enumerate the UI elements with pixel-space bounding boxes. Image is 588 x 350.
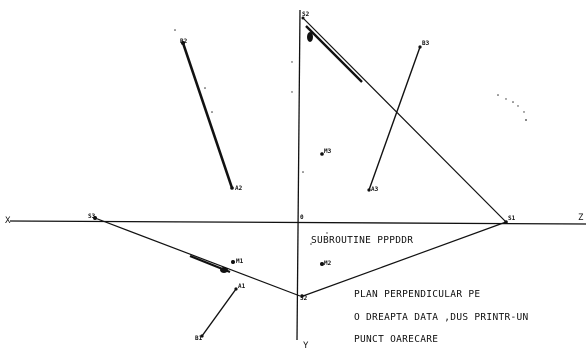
speck (525, 119, 527, 121)
speck (211, 111, 213, 113)
point-s1-mark (504, 220, 508, 224)
line-b1-a1 (201, 288, 237, 337)
label-m3: M3 (324, 148, 332, 155)
subroutine-title: SUBROUTINE PPPDDR (311, 235, 413, 246)
x-axis-label: X (5, 216, 11, 226)
description-line-1: PLAN PERPENDICULAR PE (354, 289, 480, 300)
point-m1-blot (220, 267, 228, 273)
line-b2-a2 (181, 42, 234, 189)
label-m1: M1 (236, 258, 244, 265)
label-a1: A1 (238, 283, 246, 290)
y-axis-label: Y (303, 341, 309, 350)
point-b3-mark (418, 45, 422, 49)
speck (512, 101, 514, 103)
z-axis-label: Z (578, 213, 584, 223)
point-a1-mark (234, 287, 238, 291)
vertical-axis (296, 9, 301, 341)
point-s-mark (300, 294, 304, 298)
speck (302, 171, 304, 173)
label-m2: M2 (324, 260, 332, 267)
label-a2: A2 (235, 185, 243, 192)
description-line-3: PUNCT OARECARE (354, 334, 438, 345)
point-a3-mark (367, 188, 371, 192)
speck (517, 105, 519, 107)
origin-label: 0 (300, 214, 304, 221)
label-b1: B1 (195, 335, 203, 342)
speck (204, 87, 206, 89)
point-s2-blot (307, 32, 313, 42)
speck (310, 243, 312, 245)
label-b2: B2 (180, 38, 188, 45)
description-line-2: O DREAPTA DATA ,DUS PRINTR-UN (354, 312, 529, 323)
speck (523, 111, 525, 113)
label-s: S2 (300, 295, 308, 302)
label-a3: A3 (371, 186, 379, 193)
point-b1-mark (200, 334, 204, 338)
point-s3-mark (93, 216, 97, 220)
point-m1-mark (231, 260, 235, 264)
speck (497, 94, 499, 96)
label-s2: S2 (302, 11, 310, 18)
label-b3: B3 (422, 40, 430, 47)
point-b2-mark (181, 41, 185, 45)
speck (174, 29, 176, 31)
point-s2-mark (301, 16, 305, 20)
label-s1: S1 (508, 215, 516, 222)
label-s3: S3 (88, 213, 96, 220)
speck (291, 61, 293, 63)
speck (505, 98, 507, 100)
trace-s2-s1-thick (305, 25, 363, 83)
line-b3-a3 (368, 46, 421, 191)
point-m3-mark (320, 152, 324, 156)
speck (326, 232, 328, 234)
trace-s-s3 (94, 217, 301, 297)
point-a2-mark (230, 186, 234, 190)
trace-s2-s1 (302, 17, 507, 223)
trace-s1-s (302, 221, 507, 297)
point-m2-mark (320, 262, 324, 266)
speck (291, 91, 293, 93)
